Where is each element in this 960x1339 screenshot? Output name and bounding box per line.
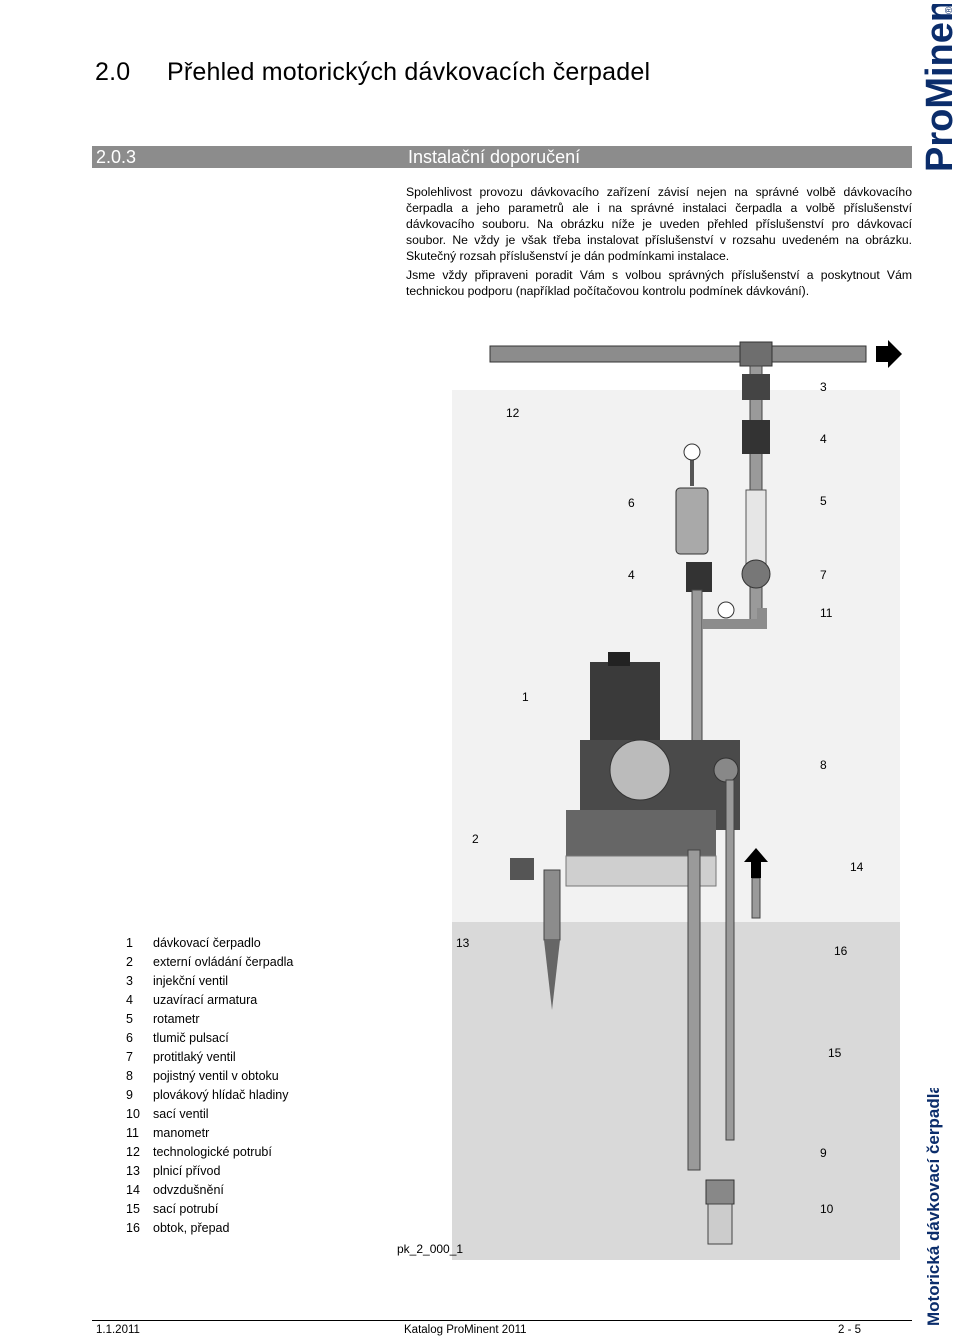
label-16: 16	[834, 944, 848, 958]
installation-drawing	[452, 340, 902, 1260]
shutoff-valve-lower	[686, 562, 712, 592]
flow-arrow	[876, 340, 902, 368]
rotameter	[745, 489, 767, 571]
foot-valve	[707, 1203, 733, 1245]
level-switch	[705, 1179, 735, 1205]
filling-pipe	[543, 869, 561, 941]
prominent-logo: ProMinent ®	[919, 4, 958, 172]
label-1: 1	[522, 690, 529, 704]
relief-valve	[713, 757, 739, 783]
label-6: 6	[628, 496, 635, 510]
process-pipe	[489, 345, 867, 363]
brand-name: ProMinent	[919, 4, 958, 172]
suction-line	[687, 849, 701, 1171]
label-10: 10	[820, 1202, 834, 1216]
intro-paragraph-2: Jsme vždy připraveni poradit Vám s volbo…	[406, 268, 912, 298]
label-8: 8	[820, 758, 827, 772]
intro-text: Spolehlivost provozu dávkovacího zařízen…	[406, 184, 912, 302]
label-7: 7	[820, 568, 827, 582]
tank	[452, 922, 900, 1260]
vent-pipe	[751, 877, 761, 919]
figure-id: pk_2_000_1	[397, 1242, 464, 1256]
label-15: 15	[828, 1046, 842, 1060]
label-13: 13	[456, 936, 470, 950]
side-section-label: Motorická dávkovací čerpadla	[924, 1088, 943, 1326]
label-2: 2	[472, 832, 479, 846]
pump-body	[566, 810, 716, 856]
intro-paragraph-1: Spolehlivost provozu dávkovacího zařízen…	[406, 185, 912, 263]
back-pressure-valve	[741, 559, 771, 589]
label-11: 11	[820, 606, 833, 620]
bypass-line	[725, 779, 735, 1141]
brand-registered: ®	[944, 6, 955, 14]
pump-head	[609, 739, 671, 801]
pulsation-damper	[675, 487, 709, 555]
injection-valve	[742, 374, 770, 400]
label-3: 3	[820, 380, 827, 394]
footer-rule	[92, 1320, 912, 1321]
installation-diagram: 12 3 4 6 5 4 7 11 1 8 2 14 13 16 15 9 10	[430, 340, 910, 1260]
pipe-tee	[739, 341, 773, 367]
label-4a: 4	[820, 432, 827, 446]
damper-gauge	[683, 443, 701, 461]
vent-arrow	[744, 848, 768, 878]
manometer	[717, 601, 735, 619]
footer-date: 1.1.2011	[96, 1324, 140, 1336]
label-5: 5	[820, 494, 827, 508]
section-title: Instalační doporučení	[408, 147, 581, 167]
section-number: 2.0.3	[96, 147, 137, 167]
chapter-number: 2.0	[95, 58, 131, 86]
chapter-text: Přehled motorických dávkovacích čerpadel	[167, 58, 651, 86]
chapter-title: 2.0 Přehled motorických dávkovacích čerpa…	[95, 58, 650, 87]
section-heading-bar: 2.0.3 Instalační doporučení	[92, 146, 912, 168]
label-12: 12	[506, 406, 520, 420]
label-4b: 4	[628, 568, 635, 582]
label-9: 9	[820, 1146, 827, 1160]
footer-catalog: Katalog ProMinent 2011	[404, 1324, 527, 1336]
manometer-pipe	[702, 608, 767, 629]
side-label-text: Motorická dávkovací čerpadla	[924, 1088, 943, 1326]
filling-spout	[544, 940, 560, 1010]
filling-valve	[510, 858, 534, 880]
label-14: 14	[850, 860, 864, 874]
footer-page: 2 - 5	[838, 1324, 862, 1336]
shutoff-valve-upper	[742, 420, 770, 454]
